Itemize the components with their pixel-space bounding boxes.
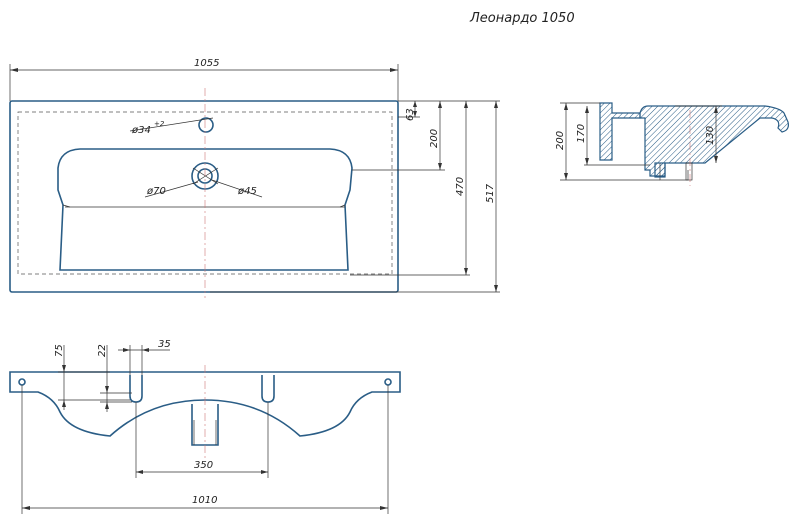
side-section: 200 170 130: [555, 102, 789, 186]
side-back-wall: [599, 102, 641, 161]
dim-front-22: 22: [97, 344, 108, 357]
dim-overall-depth: 517: [485, 183, 496, 203]
dim-front-75: 75: [54, 344, 65, 357]
bowl-outline: [57, 148, 353, 271]
dim-overall-width: 1055: [194, 58, 219, 69]
dim-side-inner: 170: [576, 124, 587, 143]
dim-drain-outer: ø70: [146, 186, 166, 197]
top-view: 1055 ø34 +2 ø70 ø45 63 200 470: [9, 58, 500, 298]
dim-front-350: 350: [194, 460, 213, 471]
side-drain: [654, 162, 666, 178]
dim-side-bowl: 130: [705, 126, 716, 145]
drawing-title: Леонардо 1050: [469, 11, 575, 26]
front-view: 75 22 35 350 1010: [9, 339, 401, 514]
top-inner-border: [17, 111, 393, 275]
overflow-right: [261, 375, 275, 403]
tap-hole: [198, 117, 214, 133]
dim-bowl-depth: 470: [455, 177, 466, 196]
dim-side-height: 200: [555, 131, 566, 150]
dim-drain-inner: ø45: [237, 186, 257, 197]
dim-tap-hole: ø34: [131, 125, 151, 136]
dim-front-35: 35: [158, 339, 171, 350]
dim-tap-hole-tol: +2: [154, 120, 165, 128]
top-outline: [9, 100, 399, 293]
dim-depth-back: 63: [405, 108, 416, 121]
side-bowl-shell: [639, 105, 789, 177]
mount-hole-left: [18, 378, 26, 386]
mount-hole-right: [384, 378, 392, 386]
dim-bowl-to-tap: 200: [429, 129, 440, 148]
overflow-left: [129, 375, 143, 403]
dim-front-1010: 1010: [192, 495, 217, 506]
